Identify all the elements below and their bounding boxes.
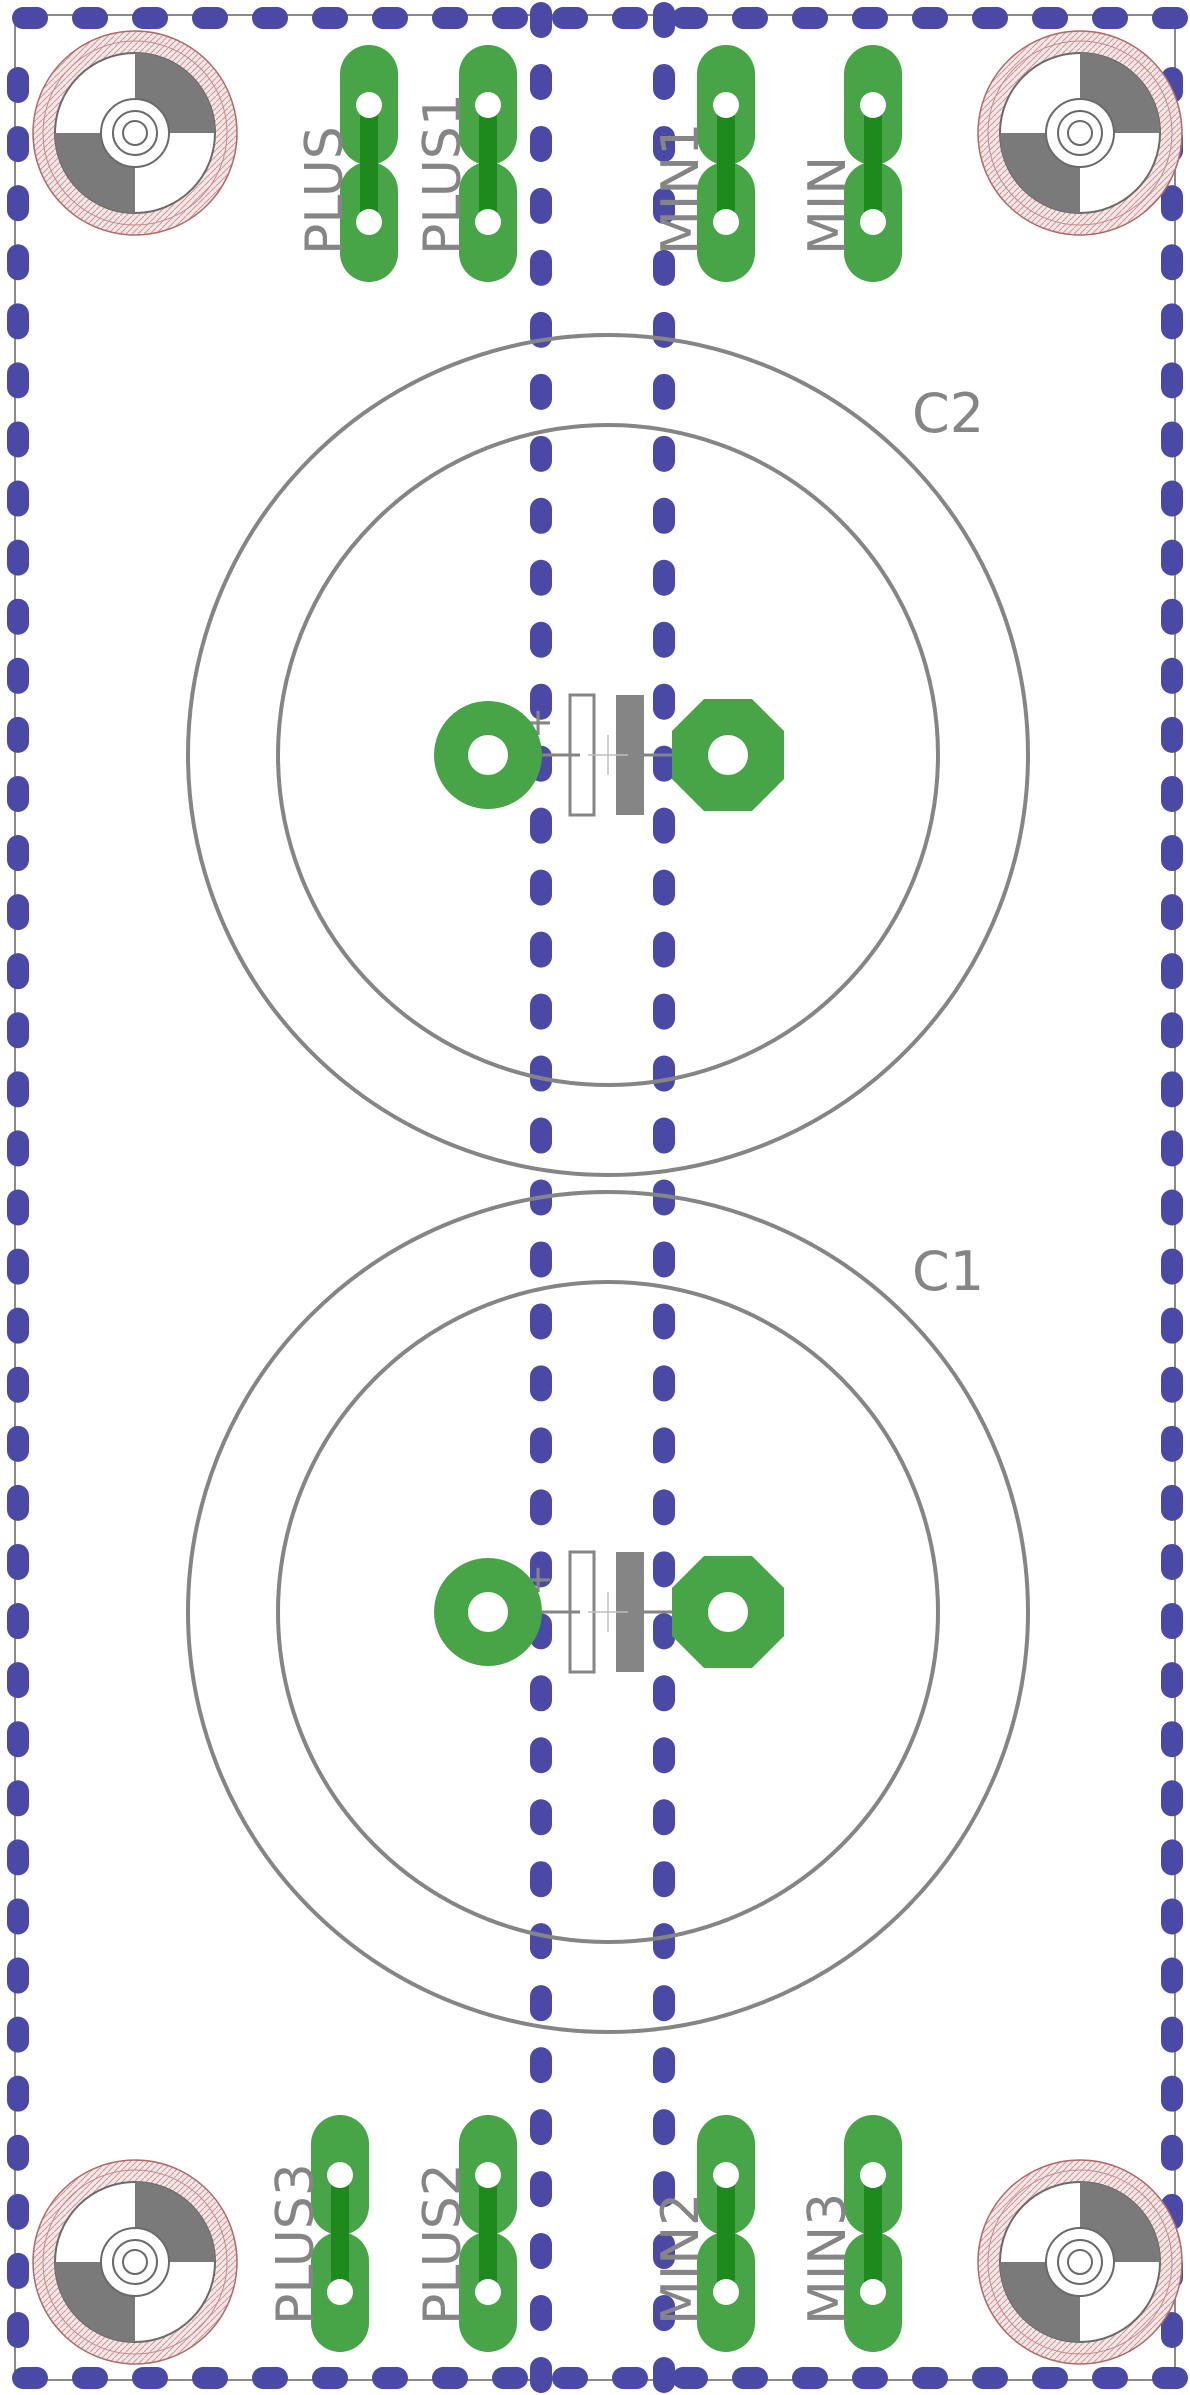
mounting-holes (32, 30, 1183, 2365)
connectors: PLUS PLUS1 MIN1 MIN PLUS3 PLUS2 MIN2 MIN3 (266, 45, 902, 2352)
capacitors: +C2+C1 (186, 333, 1030, 2034)
capacitor-label: C1 (912, 1240, 984, 1303)
conn-min: MIN (798, 45, 902, 282)
cap-c1: +C1 (186, 1190, 1030, 2034)
connector-trace (717, 105, 735, 222)
conn-plus1: PLUS1 (413, 45, 517, 282)
left-dotted-edge (7, 67, 29, 2348)
hole-top-left (32, 30, 238, 236)
cap-c2: +C2 (186, 333, 1030, 1177)
capacitor-outer-outline (186, 333, 1030, 1177)
bottom-dotted-edge (12, 2367, 1188, 2389)
hole-bottom-right (977, 2159, 1183, 2365)
connector-label: MIN3 (798, 2193, 858, 2325)
connector-label: PLUS (295, 126, 355, 255)
right-dotted-edge (1161, 67, 1183, 2348)
connector-label: PLUS2 (413, 2163, 473, 2325)
capacitor-outer-outline (186, 1190, 1030, 2034)
connector-trace (479, 2175, 497, 2292)
board-outline (14, 14, 1176, 2381)
capacitor-label: C2 (912, 382, 984, 445)
connector-label: PLUS3 (266, 2163, 326, 2325)
connector-label: PLUS1 (413, 93, 473, 255)
center-left-dotted-line (530, 2, 552, 2393)
hole-top-right (977, 30, 1183, 236)
top-dotted-edge (12, 7, 1188, 29)
hole-bottom-left (32, 2159, 238, 2365)
conn-min3: MIN3 (798, 2115, 902, 2352)
connector-trace (360, 105, 378, 222)
connector-trace (717, 2175, 735, 2292)
capacitor-inner-outline (276, 1280, 940, 1944)
conn-min2: MIN2 (651, 2115, 755, 2352)
connector-trace (331, 2175, 349, 2292)
conn-plus: PLUS (295, 45, 398, 282)
connector-label: MIN (798, 156, 858, 255)
conn-plus3: PLUS3 (266, 2115, 369, 2352)
connector-trace (479, 105, 497, 222)
conn-min1: MIN1 (651, 45, 755, 282)
ground-dotted-traces (7, 2, 1188, 2393)
connector-trace (864, 105, 882, 222)
connector-trace (864, 2175, 882, 2292)
conn-plus2: PLUS2 (413, 2115, 517, 2352)
capacitor-inner-outline (276, 423, 940, 1087)
center-right-dotted-line (653, 2, 675, 2393)
connector-label: MIN1 (651, 123, 711, 255)
connector-label: MIN2 (651, 2193, 711, 2325)
